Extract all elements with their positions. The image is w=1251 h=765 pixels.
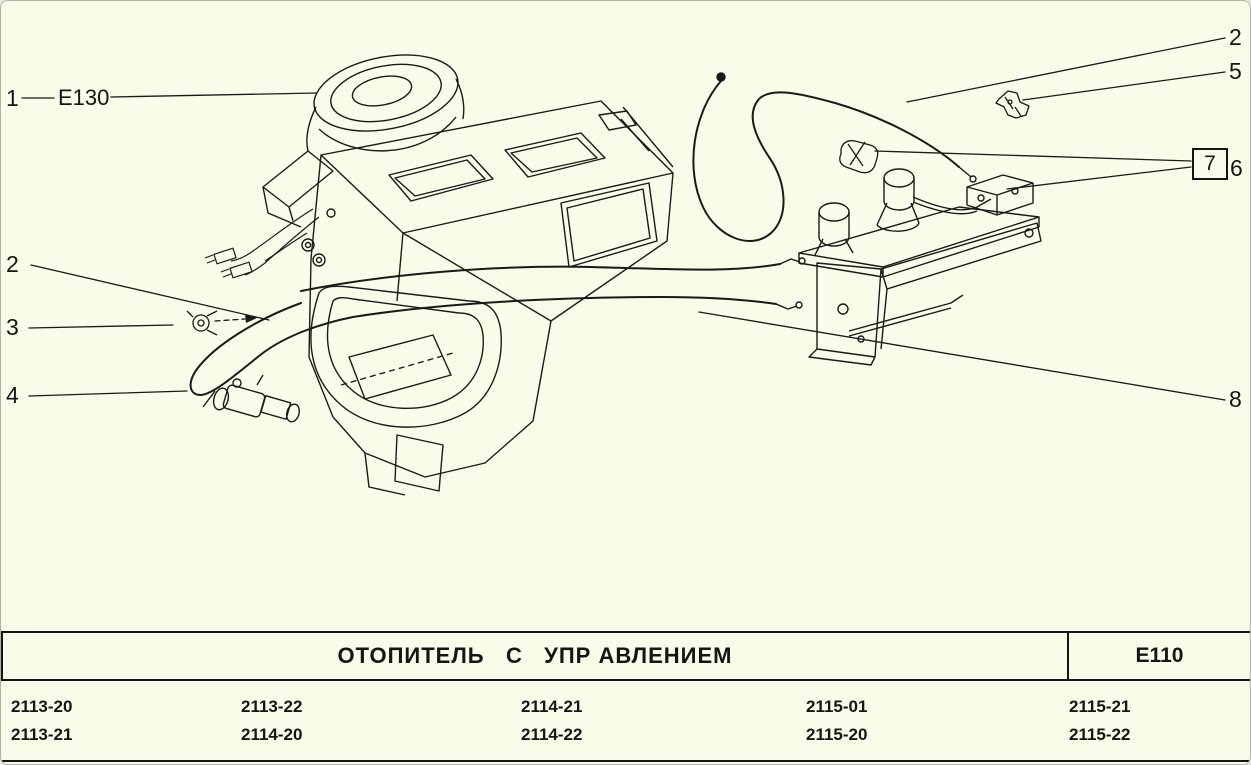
drawing-title-cell: ОТОПИТЕЛЬ С УПР АВЛЕНИЕМ xyxy=(1,633,1067,679)
title-row: ОТОПИТЕЛЬ С УПР АВЛЕНИЕМ E110 xyxy=(1,631,1250,681)
callout-4: 4 xyxy=(6,382,19,408)
callout-2-top: 2 xyxy=(1229,24,1242,50)
clip-part-5 xyxy=(995,90,1030,119)
drawing-code: E110 xyxy=(1135,644,1184,667)
drawing-code-cell: E110 xyxy=(1067,633,1250,679)
callout-6: 6 xyxy=(1230,155,1243,181)
callout-5: 5 xyxy=(1229,58,1242,84)
valve-assembly xyxy=(202,374,300,423)
blower-motor xyxy=(306,54,465,152)
model-number: 2113-22 xyxy=(241,697,303,716)
heater-diagram-area: 1 E130 2 5 7 6 2 3 4 8 xyxy=(1,1,1250,631)
model-number: 2114-22 xyxy=(521,725,583,744)
title-block: ОТОПИТЕЛЬ С УПР АВЛЕНИЕМ E110 2113-20 21… xyxy=(1,631,1250,762)
model-number: 2115-22 xyxy=(1069,725,1131,744)
model-column-4: 2115-01 2115-20 xyxy=(806,693,867,749)
model-applicability-table: 2113-20 2113-21 2113-22 2114-20 2114-21 … xyxy=(1,681,1250,762)
model-number: 2113-21 xyxy=(11,725,73,744)
model-column-2: 2113-22 2114-20 xyxy=(241,693,302,749)
control-cables xyxy=(189,80,960,397)
model-column-1: 2113-20 2113-21 xyxy=(11,693,72,749)
model-number: 2113-20 xyxy=(11,697,73,716)
callout-7-number: 7 xyxy=(1204,152,1216,175)
control-unit xyxy=(798,168,1042,366)
cable-ends xyxy=(716,72,977,310)
clip-part-6 xyxy=(839,140,879,174)
heater-housing xyxy=(262,100,674,496)
ref-label-e130: E130 xyxy=(58,85,110,110)
model-column-3: 2114-21 2114-22 xyxy=(521,693,582,749)
model-number: 2115-21 xyxy=(1069,697,1131,716)
heater-assembly-drawing xyxy=(21,37,1226,496)
callout-1: 1 xyxy=(6,85,19,111)
callout-8: 8 xyxy=(1229,386,1242,412)
callout-2-left: 2 xyxy=(6,251,19,277)
drawing-title: ОТОПИТЕЛЬ С УПР АВЛЕНИЕМ xyxy=(337,643,733,668)
model-number: 2115-20 xyxy=(806,725,868,744)
callout-7-boxed: 7 xyxy=(1192,148,1228,180)
model-number: 2114-21 xyxy=(521,697,583,716)
leader-lines xyxy=(21,37,1226,401)
clamp-part-3 xyxy=(186,310,218,336)
callout-3: 3 xyxy=(6,314,19,340)
model-number: 2114-20 xyxy=(241,725,303,744)
wiring-harness xyxy=(204,208,320,279)
model-number: 2115-01 xyxy=(806,697,868,716)
model-column-5: 2115-21 2115-22 xyxy=(1069,693,1130,749)
